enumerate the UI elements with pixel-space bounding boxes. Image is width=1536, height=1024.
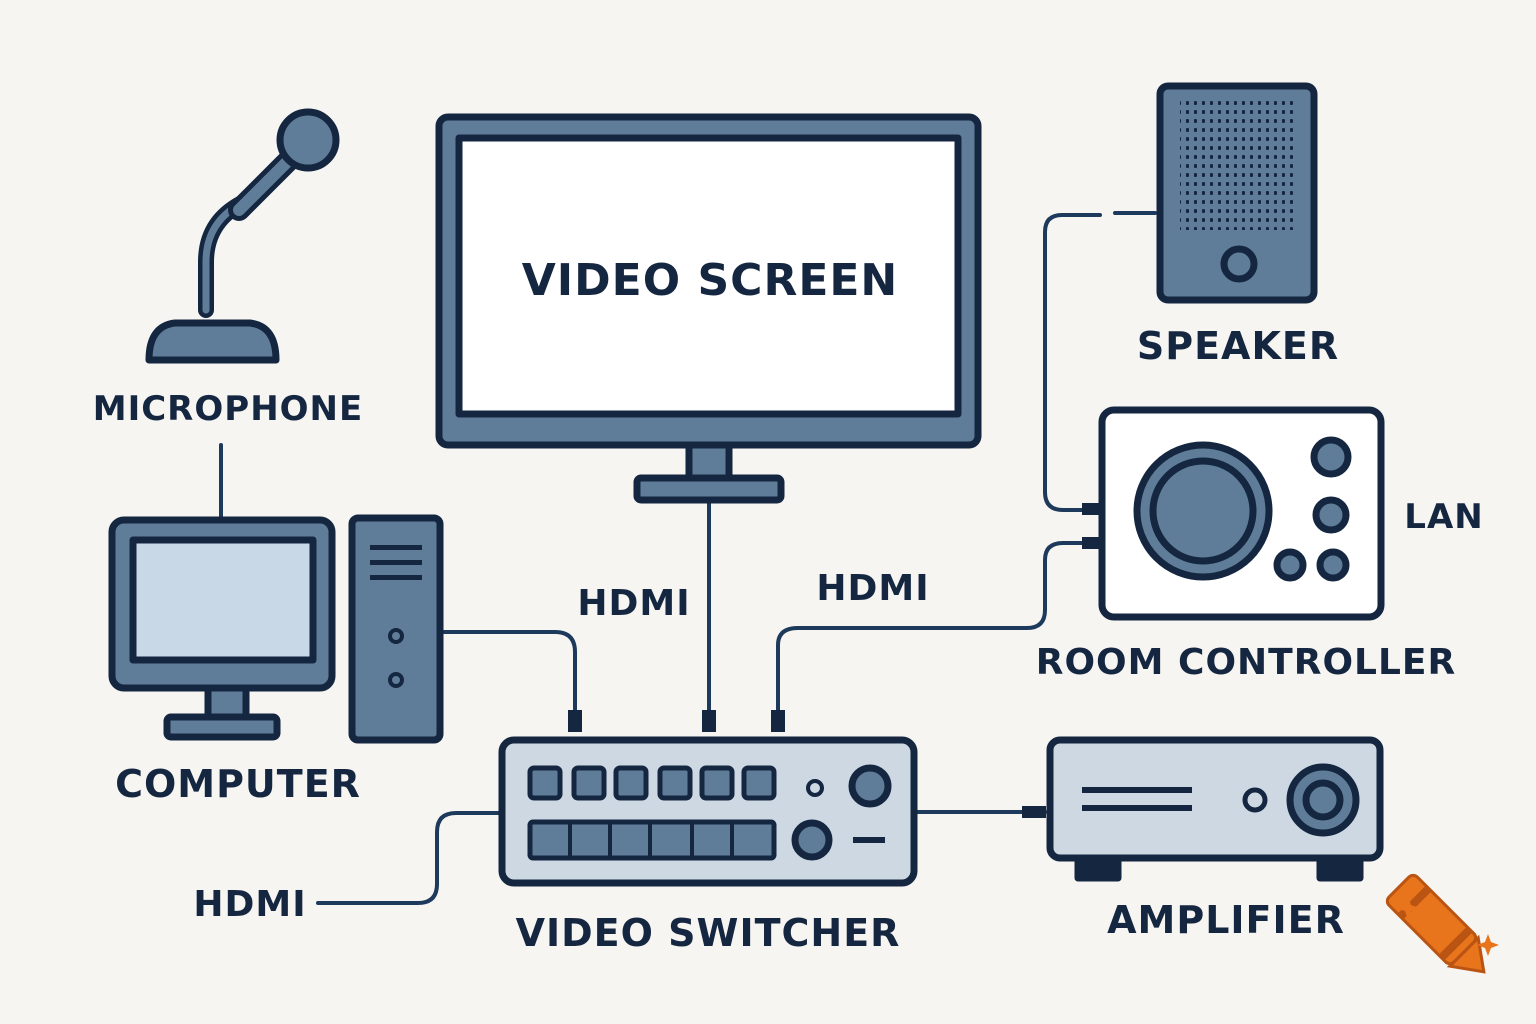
connector	[1022, 806, 1046, 818]
connector	[568, 710, 582, 732]
wires	[219, 211, 1157, 905]
computer-tower	[348, 514, 444, 744]
wire-computer-switcher	[438, 630, 577, 717]
wire-controller-switcher	[776, 541, 1100, 717]
lan-label: LAN	[1404, 497, 1483, 537]
speaker-icon	[1156, 82, 1318, 304]
computer-monitor	[108, 516, 336, 741]
room-controller-label: ROOM CONTROLLER	[1036, 642, 1457, 683]
hdmi-label-right: HDMI	[816, 568, 929, 609]
hdmi-label-left: HDMI	[193, 884, 306, 925]
video-switcher-label: VIDEO SWITCHER	[516, 911, 901, 955]
connector	[1082, 503, 1102, 515]
microphone-icon	[145, 108, 340, 364]
amplifier	[1046, 736, 1384, 882]
video-screen: VIDEO SCREEN	[435, 113, 982, 504]
sparkle-icon	[1477, 934, 1499, 956]
amplifier-label: AMPLIFIER	[1107, 898, 1345, 942]
connector	[1082, 537, 1102, 549]
crayon-icon	[1385, 873, 1486, 974]
speaker-label: SPEAKER	[1137, 324, 1339, 368]
connector	[771, 710, 785, 732]
hdmi-label-center: HDMI	[577, 583, 690, 624]
wire-hdmi-input	[316, 811, 504, 905]
microphone-label: MICROPHONE	[93, 389, 363, 429]
sparkle-icon	[1396, 896, 1420, 920]
video-switcher	[498, 736, 918, 887]
computer-label: COMPUTER	[115, 762, 361, 806]
wire-speaker-controller	[1043, 213, 1102, 512]
connector	[702, 710, 716, 732]
video-screen-label: VIDEO SCREEN	[522, 255, 899, 306]
room-controller	[1098, 406, 1385, 621]
